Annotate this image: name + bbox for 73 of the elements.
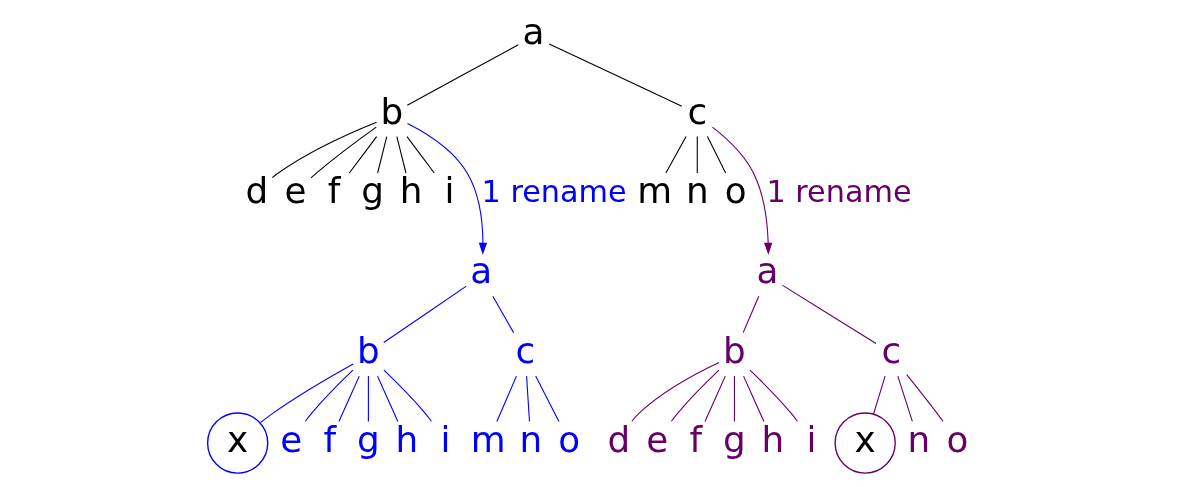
connector <box>526 375 531 422</box>
connector <box>696 136 698 174</box>
node-text: b <box>723 330 746 372</box>
node-text: a <box>470 250 493 292</box>
connector <box>733 375 735 422</box>
arrow <box>711 126 773 255</box>
connector <box>304 369 354 422</box>
node-text: h <box>399 170 423 212</box>
node-text: h <box>395 418 419 460</box>
connector <box>743 375 765 422</box>
node-text: o <box>558 418 581 460</box>
node-text: h <box>761 418 785 460</box>
node-text: e <box>284 170 307 212</box>
node-text: m <box>470 418 506 460</box>
connector <box>906 374 944 422</box>
connector <box>897 375 913 422</box>
node-text: e <box>646 418 669 460</box>
node-text: c <box>881 330 902 372</box>
node-text: b <box>357 330 380 372</box>
connector <box>706 136 727 174</box>
node-text: o <box>946 418 969 460</box>
connector <box>396 136 407 174</box>
connector <box>548 43 683 107</box>
connector <box>376 375 399 422</box>
node-circle: x <box>834 412 896 474</box>
node-text: f <box>327 170 341 212</box>
node-text: f <box>323 418 337 460</box>
node-text: g <box>723 418 746 460</box>
node-text: n <box>685 170 709 212</box>
connector <box>348 136 378 174</box>
edge-label: 1 rename <box>766 174 912 210</box>
connector <box>310 126 377 179</box>
node-text: i <box>806 418 817 460</box>
connector <box>665 136 687 174</box>
node-text: n <box>907 418 931 460</box>
connector <box>782 284 877 345</box>
node-text: o <box>724 170 747 212</box>
edge-label: 1 rename <box>481 174 627 210</box>
node-text: g <box>357 418 380 460</box>
connector <box>749 369 798 422</box>
connector <box>406 136 435 174</box>
connector <box>383 285 467 344</box>
node-text: d <box>245 170 269 212</box>
node-text: b <box>380 90 404 132</box>
node-text: i <box>440 418 451 460</box>
node-circle: x <box>206 412 269 474</box>
connector <box>492 295 515 334</box>
connector <box>631 362 720 422</box>
node-text: d <box>607 418 631 460</box>
connector <box>496 375 517 422</box>
node-text: c <box>687 90 708 132</box>
connector <box>383 369 432 422</box>
arrow <box>406 122 488 255</box>
connector <box>259 363 354 424</box>
node-text: m <box>637 170 673 212</box>
node-text: n <box>519 418 543 460</box>
connector <box>535 375 560 422</box>
connector <box>873 375 886 415</box>
node-text: a <box>522 10 545 52</box>
connector <box>271 121 378 179</box>
connector <box>338 375 360 422</box>
node-text: g <box>361 170 384 212</box>
connector <box>377 136 388 174</box>
node-text: c <box>515 330 536 372</box>
node-text: e <box>280 418 303 460</box>
node-text: i <box>444 170 455 212</box>
connector <box>742 295 760 334</box>
connector <box>406 44 519 106</box>
connector <box>367 375 369 422</box>
node-text: a <box>756 250 779 292</box>
connector <box>704 375 726 422</box>
node-text: f <box>689 418 703 460</box>
connector <box>670 369 720 422</box>
